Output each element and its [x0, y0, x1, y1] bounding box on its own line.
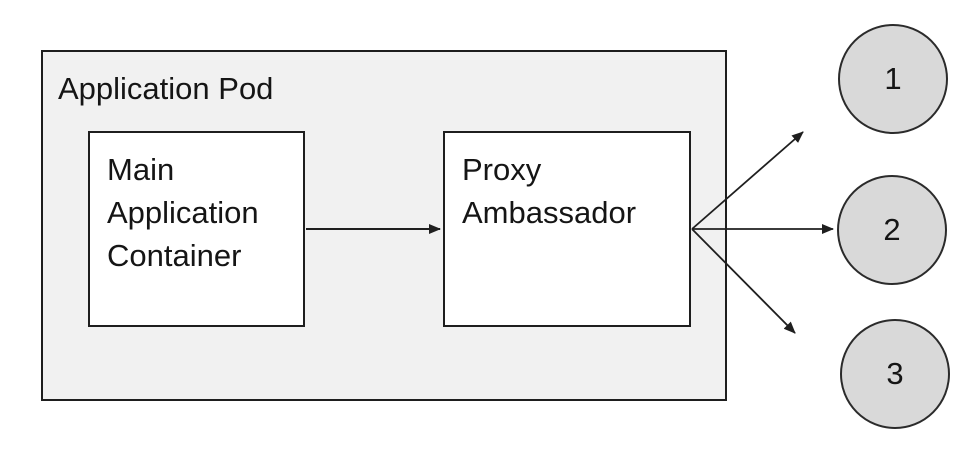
endpoint-circle-1: 1 [838, 24, 948, 134]
application-pod-label: Application Pod [58, 71, 274, 106]
endpoint-circle-3: 3 [840, 319, 950, 429]
endpoint-circle-2: 2 [837, 175, 947, 285]
proxy-ambassador-node: Proxy Ambassador [443, 131, 691, 327]
main-application-container-node: Main Application Container [88, 131, 305, 327]
